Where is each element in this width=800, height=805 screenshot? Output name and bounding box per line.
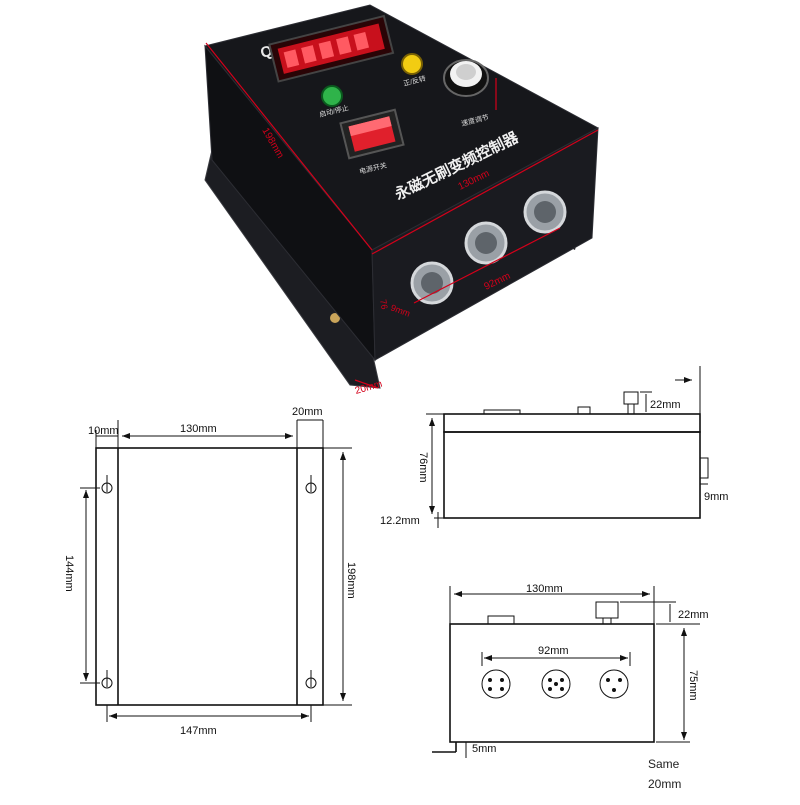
- side-knob-dim: 22mm: [650, 399, 681, 411]
- speed-knob-icon: [443, 59, 489, 97]
- top-flange-dim: 20mm: [292, 406, 323, 418]
- keyhole-slot-icon: [101, 475, 113, 494]
- connector-icon: [523, 190, 567, 234]
- front-height-dim: 75mm: [687, 670, 699, 701]
- caption-line-2: 20mm: [648, 777, 682, 791]
- connector-icon: [599, 669, 629, 699]
- photo-height-dim: 76: [378, 299, 390, 311]
- top-view-drawing: 10mm 130mm 20mm 144mm 198mm 147mm: [63, 406, 357, 737]
- front-view-drawing: 130mm 22mm 92mm 75mm: [432, 583, 709, 758]
- direction-button-icon: [401, 53, 423, 75]
- top-length-dim: 198mm: [345, 562, 357, 599]
- front-width-dim: 130mm: [526, 583, 563, 595]
- top-edge-dim: 10mm: [88, 425, 119, 437]
- keyhole-slot-icon: [305, 475, 317, 494]
- keyhole-slot-icon: [101, 670, 113, 689]
- connector-icon: [410, 261, 454, 305]
- side-connector-dim: 9mm: [704, 491, 728, 503]
- connector-icon: [481, 669, 511, 699]
- side-view-drawing: 22mm 76mm 12.2mm 9mm: [380, 366, 728, 528]
- top-width-dim: 130mm: [180, 423, 217, 435]
- led-display: [268, 14, 395, 83]
- connector-icon: [541, 669, 571, 699]
- keyhole-slot-icon: [305, 670, 317, 689]
- front-connector-span-dim: 92mm: [538, 645, 569, 657]
- mount-screw-icon: [330, 313, 340, 323]
- controller-photo: QW-HV-01BL 启动/停止 正/反转 速度调节: [204, 4, 600, 397]
- start-stop-button-icon: [321, 85, 343, 107]
- top-hole-pitch-h-dim: 147mm: [180, 725, 217, 737]
- side-base-dim: 12.2mm: [380, 515, 420, 527]
- power-switch-icon: [339, 108, 405, 160]
- top-hole-pitch-v-dim: 144mm: [63, 555, 75, 592]
- front-foot-dim: 5mm: [472, 743, 496, 755]
- connector-icon: [464, 221, 508, 265]
- front-knob-dim: 22mm: [678, 609, 709, 621]
- side-height-dim: 76mm: [417, 452, 429, 483]
- caption-line-1: Same: [648, 757, 680, 771]
